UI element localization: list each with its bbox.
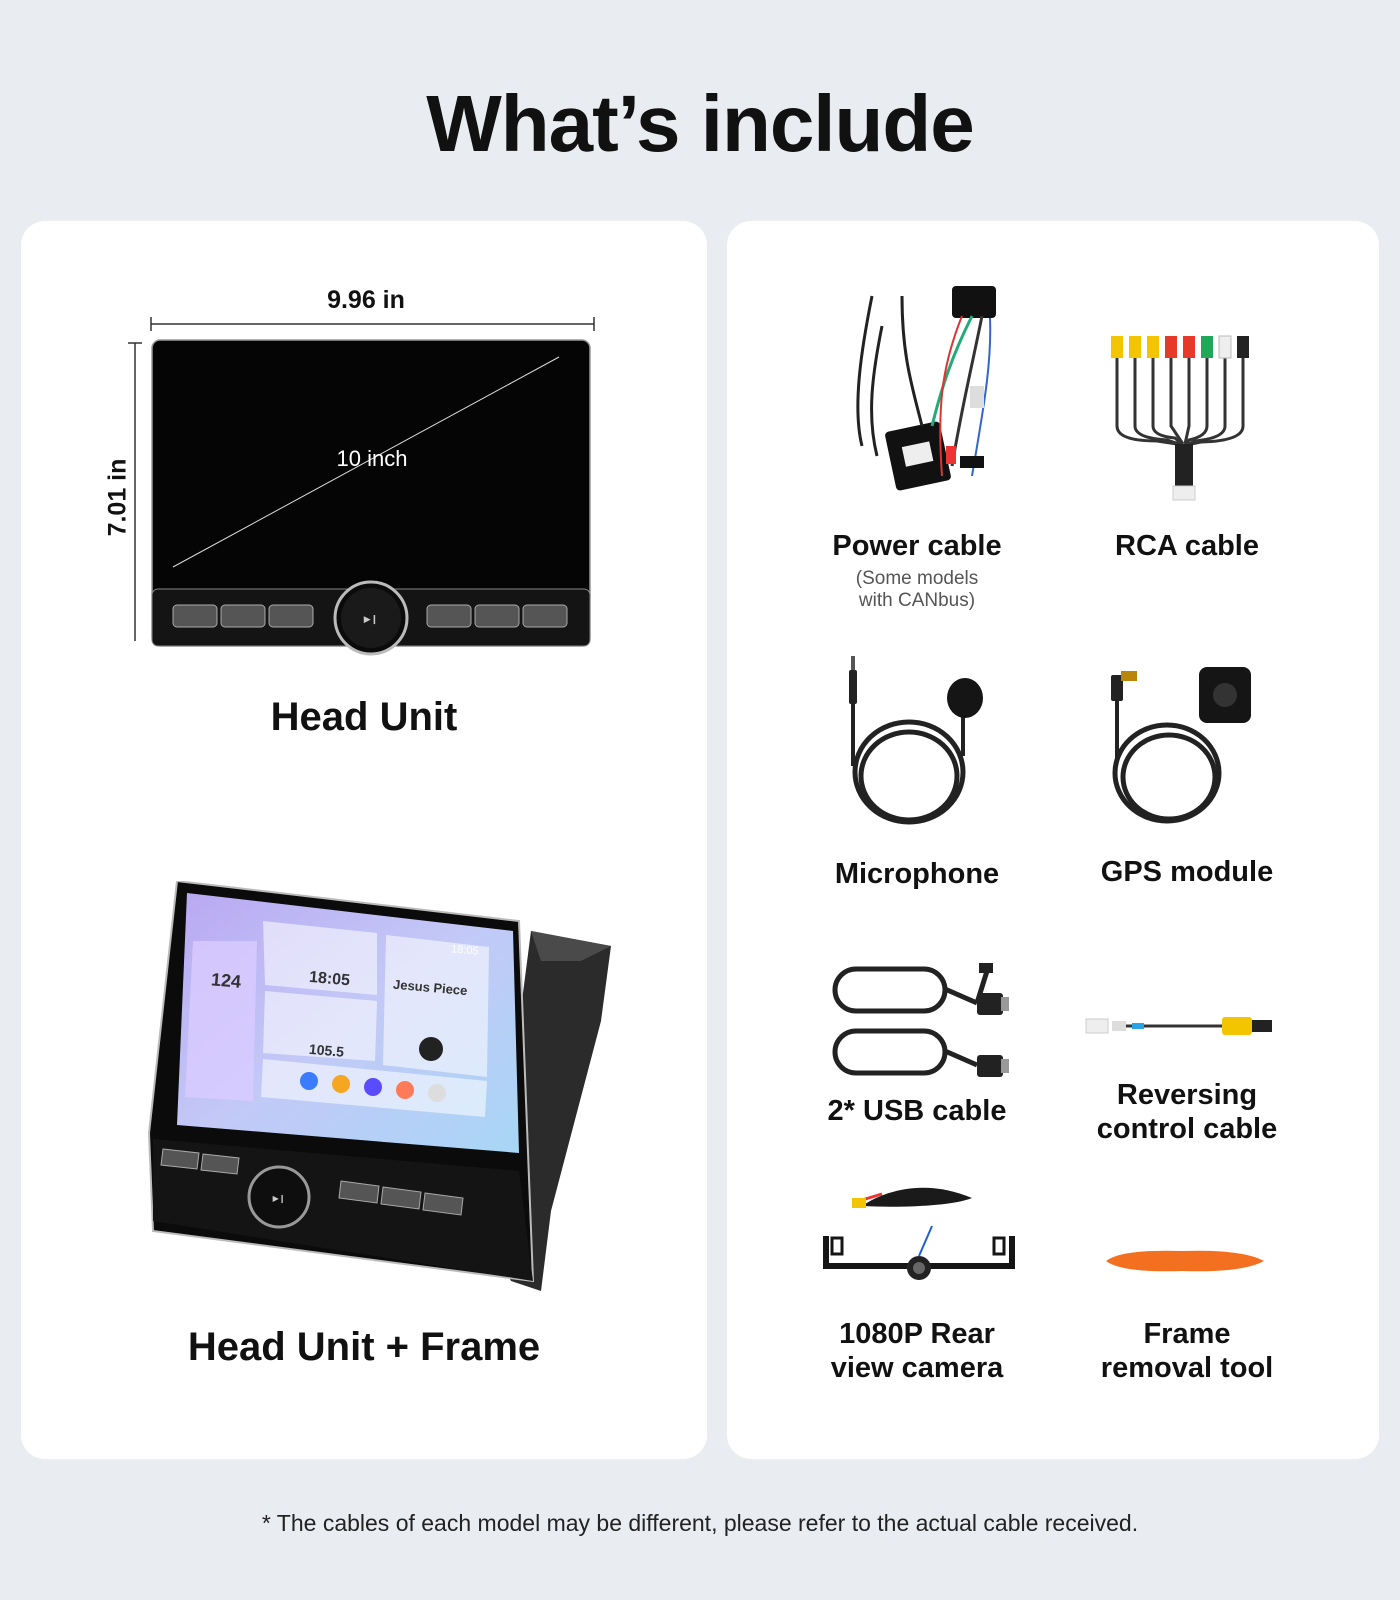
- dimension-lines: [128, 317, 595, 641]
- svg-text:▶❙: ▶❙: [364, 615, 378, 625]
- rca-cable-image: [1111, 335, 1249, 501]
- head-unit-panel: 9.96 in 7.01 in ▶❙ 10 inch Head Unit: [21, 221, 707, 1459]
- screen-size-label: 10 inch: [336, 446, 408, 471]
- reversing-cable-label-1: Reversing: [1116, 1079, 1258, 1111]
- gps-module-image: [1111, 667, 1251, 824]
- usb-cable-image: [832, 963, 1009, 1077]
- microphone-label: Microphone: [834, 858, 1000, 890]
- removal-tool-label-2: removal tool: [1100, 1352, 1274, 1384]
- power-cable-image: [856, 286, 996, 491]
- rear-camera-image: [823, 1187, 1015, 1280]
- footnote: * The cables of each model may be differ…: [261, 1510, 1139, 1536]
- reversing-cable-label-2: control cable: [1096, 1113, 1278, 1145]
- removal-tool-image: [1106, 1250, 1264, 1272]
- head-unit-frame-label: Head Unit + Frame: [187, 1325, 541, 1369]
- rca-cable-label: RCA cable: [1115, 530, 1259, 562]
- power-cable-label: Power cable: [832, 530, 1002, 562]
- head-unit-label: Head Unit: [270, 695, 458, 739]
- power-cable-note-2: with CANbus): [858, 590, 976, 611]
- removal-tool-label-1: Frame: [1143, 1318, 1231, 1350]
- head-unit-frame-image: ▶❙: [147, 881, 611, 1291]
- screen-speed: 124: [210, 969, 242, 992]
- gps-module-label: GPS module: [1100, 856, 1274, 888]
- height-dimension: 7.01 in: [103, 458, 132, 537]
- microphone-image: [849, 656, 983, 825]
- svg-text:▶❙: ▶❙: [273, 1194, 286, 1203]
- page-title: What’s include: [426, 79, 975, 168]
- accessories-panel: Power cable (Some models with CANbus) RC…: [727, 221, 1379, 1459]
- power-cable-note: (Some models: [855, 568, 979, 589]
- rear-camera-label-1: 1080P Rear: [839, 1318, 995, 1350]
- usb-cable-label: 2* USB cable: [827, 1095, 1007, 1127]
- reversing-cable-image: [1085, 1017, 1272, 1035]
- width-dimension: 9.96 in: [327, 286, 405, 314]
- rear-camera-label-2: view camera: [830, 1352, 1004, 1384]
- head-unit-image: ▶❙: [151, 339, 591, 656]
